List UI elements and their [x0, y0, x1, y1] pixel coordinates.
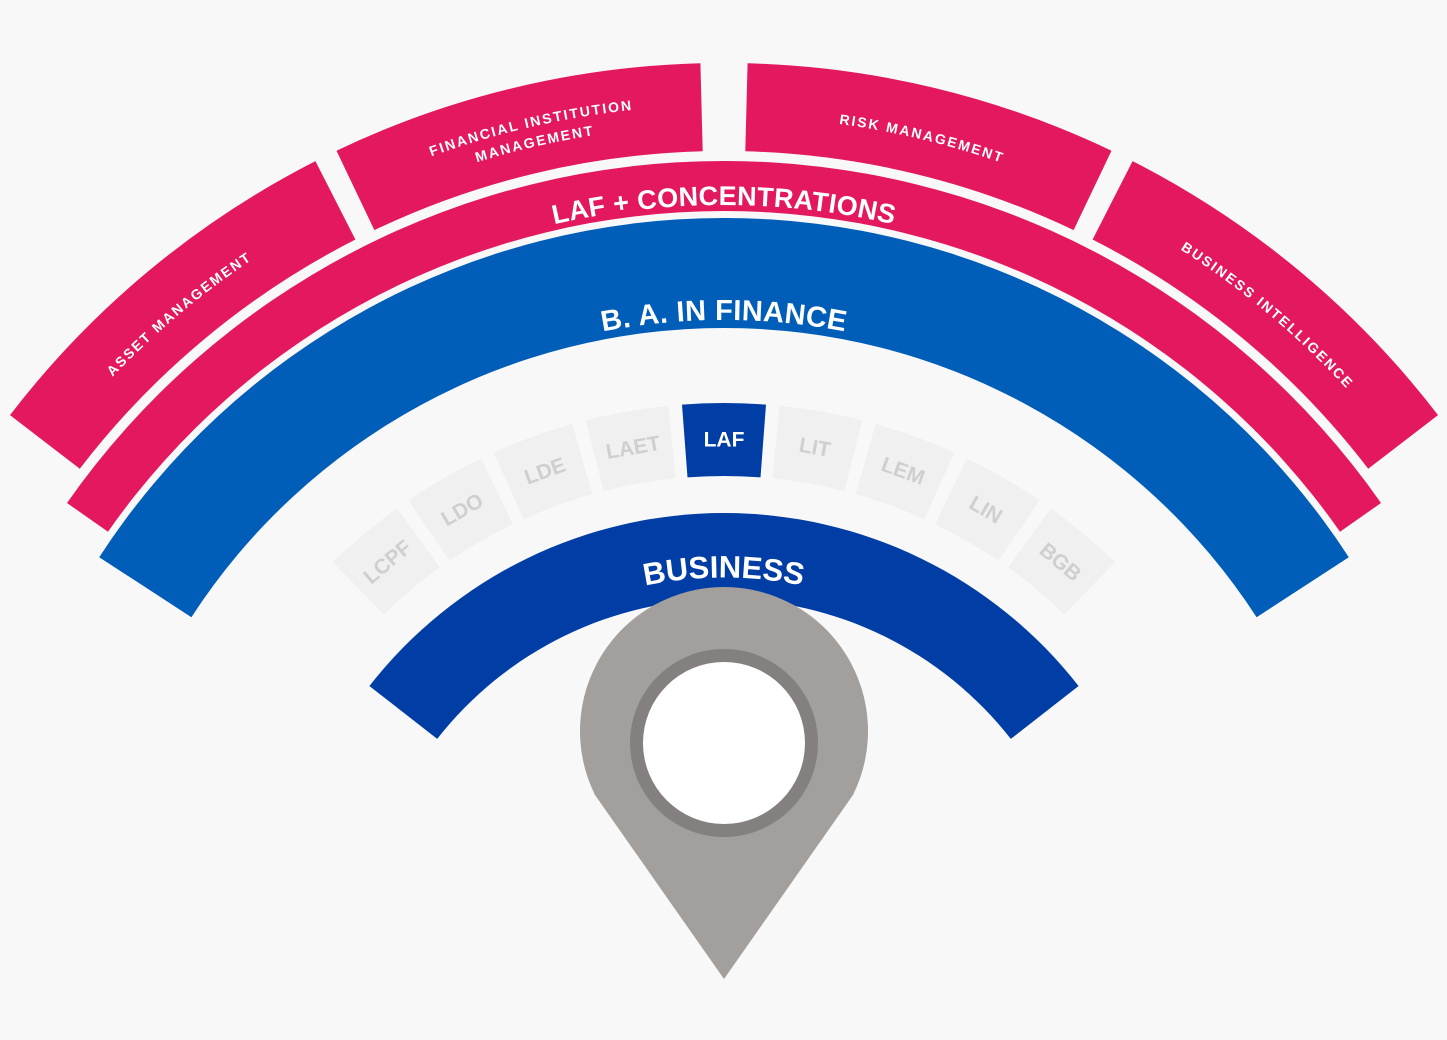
degree-band — [99, 217, 1349, 618]
program-tile-background — [585, 405, 676, 492]
degree-label: B. A. IN FINANCE — [598, 295, 849, 338]
program-tile-background — [408, 458, 513, 561]
program-tile-lcpf[interactable]: LCPF — [332, 508, 440, 615]
program-label-laf: LAF — [704, 429, 745, 452]
program-tile-background — [332, 508, 440, 615]
program-tile-laf[interactable]: LAF — [682, 403, 766, 478]
program-tile-bgb[interactable]: BGB — [1008, 508, 1116, 615]
specialization-financial-institution-management[interactable] — [336, 63, 703, 231]
pin-hole — [643, 662, 805, 824]
specialization-segments — [10, 63, 1438, 469]
program-tile-background — [935, 458, 1040, 561]
specialization-asset-management[interactable] — [10, 161, 356, 469]
program-tile-background — [682, 403, 766, 478]
program-tile-lem[interactable]: LEM — [855, 423, 955, 520]
program-tile-ldo[interactable]: LDO — [408, 458, 513, 561]
program-tile-background — [855, 423, 955, 520]
program-tile-laet[interactable]: LAET — [585, 405, 676, 492]
program-tile-lit[interactable]: LIT — [772, 405, 863, 492]
concentrations-band — [67, 160, 1381, 532]
business-band — [369, 513, 1079, 739]
program-tile-lde[interactable]: LDE — [493, 423, 593, 520]
diagram-bands — [67, 160, 1381, 739]
program-tile-background — [1008, 508, 1116, 615]
program-tile-background — [493, 423, 593, 520]
program-label-lit: LIT — [797, 434, 832, 462]
location-pin-icon — [580, 587, 868, 979]
specialization-risk-management[interactable] — [745, 63, 1112, 231]
program-tile-lin[interactable]: LIN — [935, 458, 1040, 561]
specialization-business-intelligence[interactable] — [1092, 161, 1438, 469]
program-tile-background — [772, 405, 863, 492]
